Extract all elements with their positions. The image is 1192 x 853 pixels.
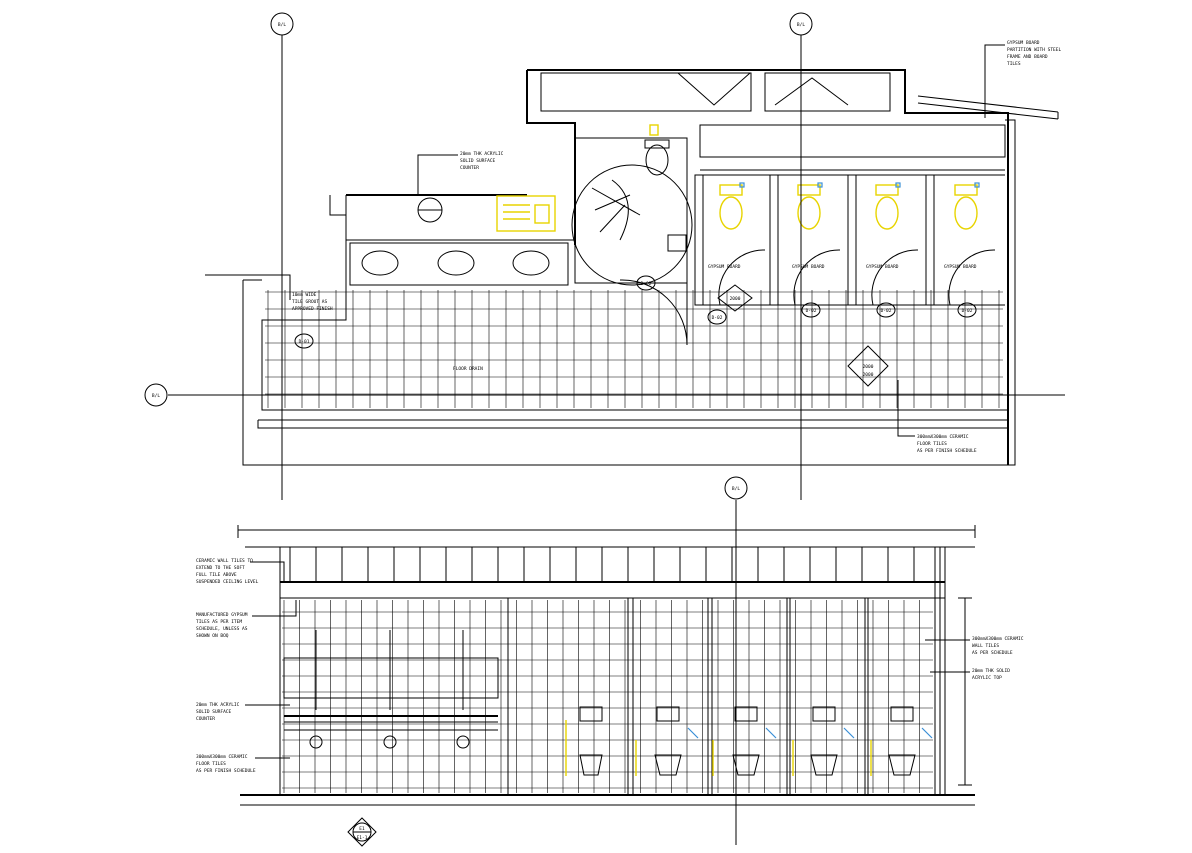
note-floor-tile-1: 300mmX300mm CERAMIC (917, 434, 969, 440)
elevation-notes: CERAMIC WALL TILES TO EXTEND TO THE SOFT… (196, 558, 1024, 774)
elev-note-top-2: ACRYLIC TOP (972, 675, 1002, 681)
note-top-right-1: GYPSUM BOARD (1007, 40, 1040, 46)
basin-3 (512, 250, 550, 276)
door-tag-6: D-02 (962, 308, 973, 314)
door-tags: D-01 D-02 D-02 D-02 D-02 D-02 (294, 275, 977, 349)
grid-bubble-section: B/L (732, 486, 740, 492)
elev-note-top-1: 20mm THK SOLID (972, 668, 1010, 674)
note-left-wall-3: APPROVED FINISH (292, 306, 333, 312)
door-tag-3: D-02 (712, 315, 723, 321)
elevation-wc-2 (635, 706, 682, 776)
plan-walls (242, 69, 1059, 466)
accessible-symbol: 2000 2000 2000 (717, 284, 889, 387)
elevation-wc-5 (870, 706, 916, 776)
elev-note-tiles-2: EXTEND TO THE SOFT (196, 565, 245, 571)
elev-note-tiles-1: CERAMIC WALL TILES TO (196, 558, 253, 564)
wc-4 (948, 184, 996, 306)
note-floor-tile-3: AS PER FINISH SCHEDULE (917, 448, 977, 454)
accessible-tag-2: 2000 (863, 364, 874, 370)
elev-note-floor-3: AS PER FINISH SCHEDULE (196, 768, 256, 774)
elev-note-gypsum-3: SCHEDULE, UNLESS AS (196, 626, 248, 632)
elev-note-counter-1: 20mm THK ACRYLIC (196, 702, 240, 708)
door-tag-2: D-02 (641, 281, 652, 287)
grid-bubble-left: B/L (152, 393, 160, 399)
plan-floor-tiles (265, 290, 1003, 408)
accessible-tag-1: 2000 (730, 296, 741, 302)
floor-plan: GYPSUM BOARD GYPSUM BOARD GYPSUM BOARD G… (144, 12, 1065, 500)
note-floor-tile-2: FLOOR TILES (917, 441, 947, 447)
section-cut: B/L (724, 476, 748, 845)
floor-drain-label: FLOOR DRAIN (453, 366, 483, 372)
door-tag-5: D-02 (881, 308, 892, 314)
elev-note-floor-1: 300mmX300mm CERAMIC (196, 754, 248, 760)
door-tag-4: D-02 (806, 308, 817, 314)
note-counter-3: COUNTER (460, 165, 479, 171)
elev-note-wall-1: 300mmX300mm CERAMIC (972, 636, 1024, 642)
vanity-counter (349, 195, 569, 286)
elevation-wall-tiles (282, 547, 933, 793)
cubicle-labels: GYPSUM BOARD GYPSUM BOARD GYPSUM BOARD G… (708, 264, 977, 270)
accessible-toilet-room (571, 124, 693, 346)
door-tag-1: D-01 (299, 339, 310, 345)
elev-note-gypsum-4: SHOWN ON BOQ (196, 633, 229, 639)
elevation-marker-bottom: E1-1 (357, 835, 368, 841)
note-left-wall-2: TILE GROUT AS (292, 299, 328, 305)
grid-bubble-top-right: B/L (797, 22, 805, 28)
accessible-tag-3: 2000 (863, 372, 874, 378)
elev-note-tiles-4: SUSPENDED CEILING LEVEL (196, 579, 259, 585)
elev-note-gypsum-1: MANUFACTURED GYPSUM (196, 612, 248, 618)
elevation-wc-1 (565, 706, 603, 776)
grid-bubble-top-left: B/L (278, 22, 286, 28)
note-top-right-2: PARTITION WITH STEEL (1007, 47, 1061, 53)
wall-elevation: CERAMIC WALL TILES TO EXTEND TO THE SOFT… (196, 525, 1024, 847)
elevation-marker: E1 E1-1 (347, 817, 377, 847)
basin-1 (361, 250, 399, 276)
cubicle-label-1: GYPSUM BOARD (708, 264, 741, 270)
plan-grid-lines: B/L B/L B/L (144, 12, 1065, 500)
wc-1 (718, 184, 766, 306)
elev-note-tiles-3: FULL TILE ABOVE (196, 572, 237, 578)
cubicle-label-4: GYPSUM BOARD (944, 264, 977, 270)
elev-note-counter-3: COUNTER (196, 716, 215, 722)
elev-note-wall-2: WALL TILES (972, 643, 999, 649)
note-left-wall-1: 10mm WIDE (292, 292, 317, 298)
note-counter-1: 20mm THK ACRYLIC (460, 151, 504, 157)
elevation-wc-4 (792, 706, 838, 776)
elevation-outline (237, 525, 976, 806)
elev-note-gypsum-2: TILES AS PER ITEM (196, 619, 242, 625)
wc-cubicles (694, 124, 1006, 306)
elev-note-floor-2: FLOOR TILES (196, 761, 226, 767)
elevation-marker-top: E1 (359, 826, 365, 832)
cubicle-label-3: GYPSUM BOARD (866, 264, 899, 270)
cubicle-label-2: GYPSUM BOARD (792, 264, 825, 270)
basin-2 (437, 250, 475, 276)
elev-note-wall-3: AS PER SCHEDULE (972, 650, 1013, 656)
wc-3 (871, 184, 919, 306)
plan-notes: GYPSUM BOARD PARTITION WITH STEEL FRAME … (205, 40, 1061, 454)
elev-note-counter-2: SOLID SURFACE (196, 709, 232, 715)
elevation-wc-bays (507, 597, 936, 796)
elevation-wc-3 (712, 706, 760, 776)
note-counter-2: SOLID SURFACE (460, 158, 496, 164)
note-top-right-3: FRAME AND BOARD (1007, 54, 1048, 60)
wc-2 (793, 184, 841, 306)
note-top-right-4: TILES (1007, 61, 1021, 67)
elevation-vanity (283, 630, 499, 749)
